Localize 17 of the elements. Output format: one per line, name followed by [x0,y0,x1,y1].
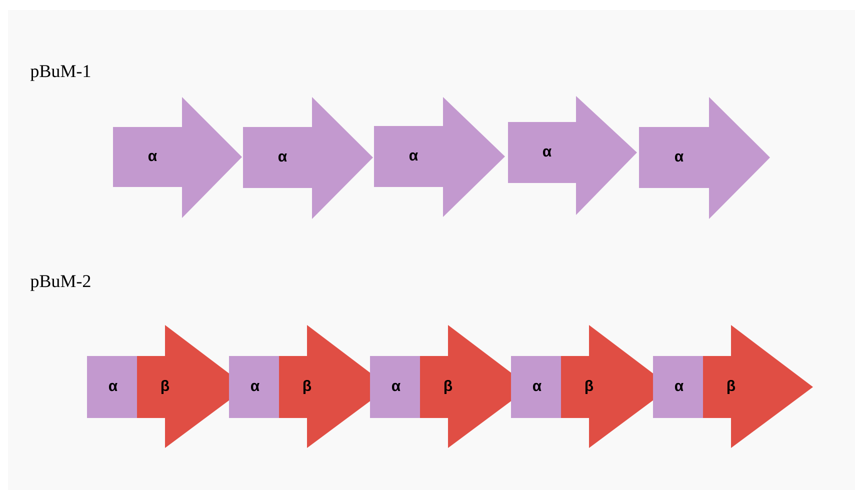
square-block: α [370,356,420,418]
gene-block: β [703,325,813,448]
square-block: α [229,356,279,418]
square-block: α [511,356,561,418]
gene-block: β [279,325,389,448]
gene-block: α [639,97,770,219]
row-label: pBuM-2 [30,275,90,291]
gene-block: β [561,325,671,448]
gene-block: α [113,97,242,218]
gene-block: α [508,96,637,215]
gene-block: α [243,97,373,219]
gene-block: β [137,325,247,448]
gene-block: β [420,325,530,448]
square-block: α [87,356,137,418]
square-block: α [653,356,703,418]
gene-block: α [374,97,505,217]
row-label: pBuM-1 [30,65,90,81]
